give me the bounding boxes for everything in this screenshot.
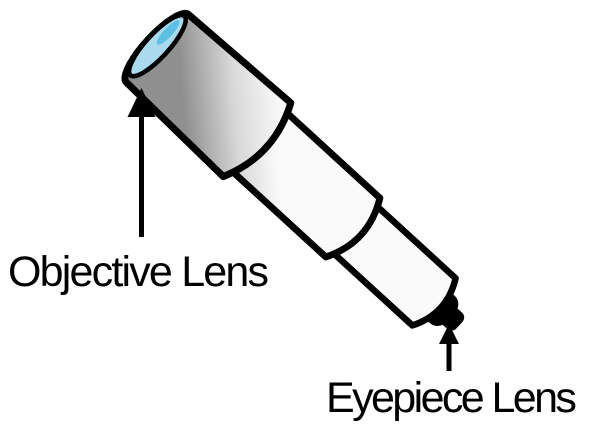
eyepiece-arrow [439,324,459,371]
eyepiece-lens-label: Eyepiece Lens [326,374,577,422]
objective-lens-label: Objective Lens [8,248,269,296]
objective-arrow-up-icon [127,88,156,117]
objective-arrow [127,88,156,237]
objective-lens-highlight [156,20,180,45]
eyepiece-arrow-up-icon [439,324,459,344]
eyepiece-tip-graphic [440,306,465,331]
